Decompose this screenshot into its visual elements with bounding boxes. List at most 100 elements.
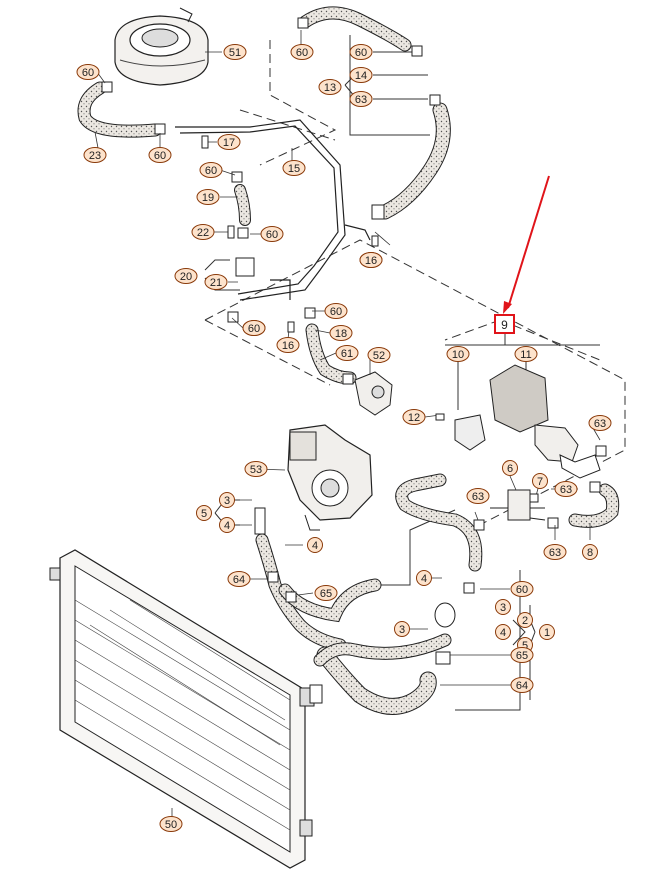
callout-bubble bbox=[76, 64, 100, 80]
callout-c2[interactable]: 2 bbox=[517, 612, 533, 628]
callout-c60h[interactable]: 60 bbox=[324, 303, 348, 319]
callout-c63d[interactable]: 63 bbox=[554, 481, 578, 497]
callout-number: 5 bbox=[201, 508, 207, 520]
callout-number: 60 bbox=[248, 323, 260, 335]
callout-c51[interactable]: 51 bbox=[223, 44, 247, 60]
leader-lines bbox=[94, 30, 601, 817]
callout-c16c[interactable]: 16 bbox=[359, 252, 383, 268]
callout-number: 22 bbox=[197, 227, 209, 239]
callout-c63a[interactable]: 63 bbox=[349, 91, 373, 107]
callout-c11[interactable]: 11 bbox=[514, 346, 538, 362]
callout-c15[interactable]: 15 bbox=[282, 160, 306, 176]
callout-c23[interactable]: 23 bbox=[83, 147, 107, 163]
callout-c50[interactable]: 50 bbox=[159, 816, 183, 832]
callout-c22[interactable]: 22 bbox=[191, 224, 215, 240]
callout-c53[interactable]: 53 bbox=[244, 461, 268, 477]
callout-c63b[interactable]: 63 bbox=[588, 415, 612, 431]
callout-number: 23 bbox=[89, 150, 101, 162]
callout-c4d[interactable]: 4 bbox=[495, 624, 511, 640]
callout-number: 60 bbox=[266, 229, 278, 241]
callout-c3b[interactable]: 3 bbox=[394, 621, 410, 637]
callout-number: 4 bbox=[224, 520, 230, 532]
callout-c60g[interactable]: 60 bbox=[349, 44, 373, 60]
callout-c64b[interactable]: 64 bbox=[510, 677, 534, 693]
callout-bubble bbox=[204, 274, 228, 290]
callout-number: 3 bbox=[500, 602, 506, 614]
callout-c14[interactable]: 14 bbox=[349, 67, 373, 83]
callout-c4a[interactable]: 4 bbox=[219, 517, 235, 533]
callout-c4b[interactable]: 4 bbox=[307, 537, 323, 553]
callout-number: 50 bbox=[165, 819, 177, 831]
callout-bubble bbox=[502, 460, 518, 476]
callout-c63e[interactable]: 63 bbox=[543, 544, 567, 560]
callout-number: 64 bbox=[516, 680, 528, 692]
callout-number: 52 bbox=[373, 350, 385, 362]
callout-number: 64 bbox=[233, 574, 245, 586]
valve-6 bbox=[490, 489, 546, 521]
callout-c10[interactable]: 10 bbox=[446, 346, 470, 362]
callout-c60j[interactable]: 60 bbox=[510, 581, 534, 597]
callout-c60c[interactable]: 60 bbox=[148, 147, 172, 163]
thermostat-housing bbox=[287, 424, 373, 531]
callout-c7[interactable]: 7 bbox=[532, 473, 548, 489]
callout-c3a[interactable]: 3 bbox=[219, 492, 235, 508]
callout-bubble bbox=[402, 409, 426, 425]
highlight-label-9[interactable]: 9 bbox=[494, 314, 515, 334]
callout-bubble bbox=[349, 91, 373, 107]
callout-c16b[interactable]: 16 bbox=[276, 337, 300, 353]
callout-c4c[interactable]: 4 bbox=[416, 570, 432, 586]
valve-52 bbox=[354, 371, 393, 416]
callout-c18[interactable]: 18 bbox=[329, 325, 353, 341]
callout-number: 53 bbox=[250, 464, 262, 476]
callout-bubble bbox=[514, 346, 538, 362]
callout-number: 51 bbox=[229, 47, 241, 59]
callout-number: 8 bbox=[587, 547, 593, 559]
callout-c17[interactable]: 17 bbox=[217, 134, 241, 150]
callout-c63c[interactable]: 63 bbox=[466, 488, 490, 504]
callout-c6[interactable]: 6 bbox=[502, 460, 518, 476]
callout-bubble bbox=[314, 585, 338, 601]
callout-c8[interactable]: 8 bbox=[582, 544, 598, 560]
callout-c64a[interactable]: 64 bbox=[227, 571, 251, 587]
callout-number: 63 bbox=[594, 418, 606, 430]
callout-c65b[interactable]: 65 bbox=[510, 647, 534, 663]
callout-bubble bbox=[219, 517, 235, 533]
callout-c60i[interactable]: 60 bbox=[242, 320, 266, 336]
callout-c60d[interactable]: 60 bbox=[199, 162, 223, 178]
callout-number: 14 bbox=[355, 70, 367, 82]
callout-c61[interactable]: 61 bbox=[335, 345, 359, 361]
callout-c20[interactable]: 20 bbox=[174, 268, 198, 284]
callout-c52[interactable]: 52 bbox=[367, 347, 391, 363]
coolant-pipes bbox=[175, 119, 371, 301]
callout-c3c[interactable]: 3 bbox=[495, 599, 511, 615]
callout-c12[interactable]: 12 bbox=[402, 409, 426, 425]
callout-bubble bbox=[495, 624, 511, 640]
highlight-text: 9 bbox=[501, 318, 508, 332]
callout-bubble bbox=[307, 537, 323, 553]
callout-number: 63 bbox=[549, 547, 561, 559]
callout-c5a[interactable]: 5 bbox=[196, 505, 212, 521]
callout-c60e[interactable]: 60 bbox=[260, 226, 284, 242]
callout-c65a[interactable]: 65 bbox=[314, 585, 338, 601]
callout-bubble bbox=[191, 224, 215, 240]
callout-bubble bbox=[349, 44, 373, 60]
callout-number: 60 bbox=[516, 584, 528, 596]
callout-c60b[interactable]: 60 bbox=[290, 44, 314, 60]
callout-c1[interactable]: 1 bbox=[539, 624, 555, 640]
callout-c21[interactable]: 21 bbox=[204, 274, 228, 290]
callout-number: 18 bbox=[335, 328, 347, 340]
callout-number: 20 bbox=[180, 271, 192, 283]
callout-bubble bbox=[282, 160, 306, 176]
callout-c19[interactable]: 19 bbox=[196, 189, 220, 205]
callout-c60a[interactable]: 60 bbox=[76, 64, 100, 80]
callout-number: 15 bbox=[288, 163, 300, 175]
callout-number: 4 bbox=[421, 573, 427, 585]
callout-number: 10 bbox=[452, 349, 464, 361]
highlight-arrow bbox=[503, 175, 550, 314]
callout-c13[interactable]: 13 bbox=[318, 79, 342, 95]
callout-bubble bbox=[517, 612, 533, 628]
callout-bubble bbox=[199, 162, 223, 178]
callout-bubble bbox=[223, 44, 247, 60]
callout-bubble bbox=[349, 67, 373, 83]
